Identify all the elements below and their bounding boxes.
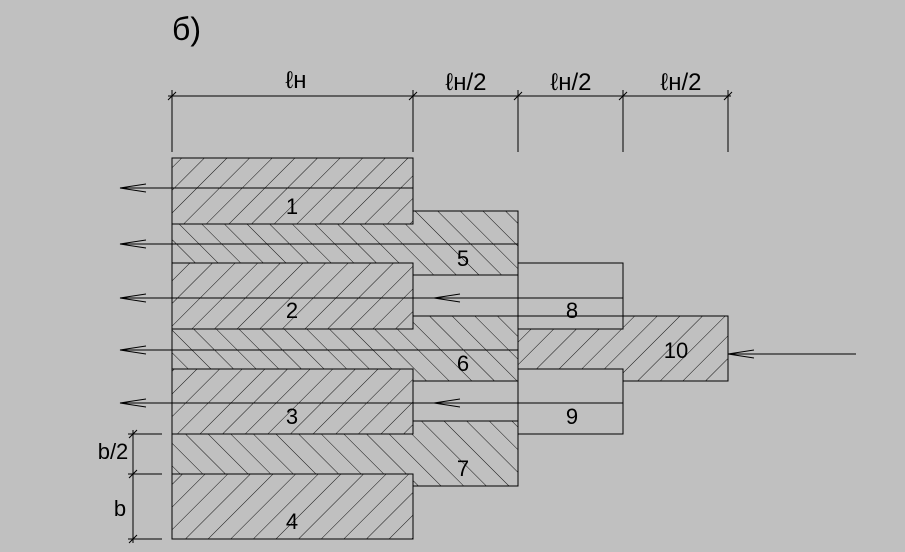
layer-label-10: 10 bbox=[664, 338, 688, 363]
dim-label-ln-half-1: ℓн/2 bbox=[445, 69, 486, 96]
layer-label-5: 5 bbox=[457, 246, 469, 271]
arrow-left-icon bbox=[119, 183, 147, 193]
dim-label-ln-half-3: ℓн/2 bbox=[660, 69, 701, 96]
top-dimension bbox=[167, 90, 733, 152]
layer-label-1: 1 bbox=[286, 194, 298, 219]
layer-1 bbox=[171, 157, 414, 225]
dim-label-b: b bbox=[114, 496, 126, 521]
layer-label-4: 4 bbox=[286, 509, 298, 534]
layer-label-2: 2 bbox=[286, 298, 298, 323]
layer-label-8: 8 bbox=[566, 298, 578, 323]
layer-label-7: 7 bbox=[457, 456, 469, 481]
layer-label-9: 9 bbox=[566, 404, 578, 429]
arrow-left-icon bbox=[727, 349, 755, 359]
arrow-left-icon bbox=[119, 345, 147, 355]
force-lines bbox=[120, 187, 856, 404]
side-dimension bbox=[128, 429, 162, 544]
layer-2 bbox=[171, 262, 414, 330]
layer-4 bbox=[171, 473, 414, 540]
arrow-left-icon bbox=[119, 239, 147, 249]
layer-8 bbox=[517, 262, 624, 317]
arrow-left-icon bbox=[119, 398, 147, 408]
dim-label-b-half: b/2 bbox=[98, 439, 129, 464]
arrow-left-icon bbox=[119, 293, 147, 303]
dim-label-ln: ℓн bbox=[285, 67, 306, 94]
layer-3 bbox=[171, 368, 414, 435]
layer-label-3: 3 bbox=[286, 404, 298, 429]
dim-label-ln-half-2: ℓн/2 bbox=[550, 69, 591, 96]
arrow-left-icon bbox=[433, 398, 461, 408]
figure-label: б) bbox=[172, 11, 201, 47]
layer-label-6: 6 bbox=[457, 351, 469, 376]
arrow-left-icon bbox=[433, 293, 461, 303]
